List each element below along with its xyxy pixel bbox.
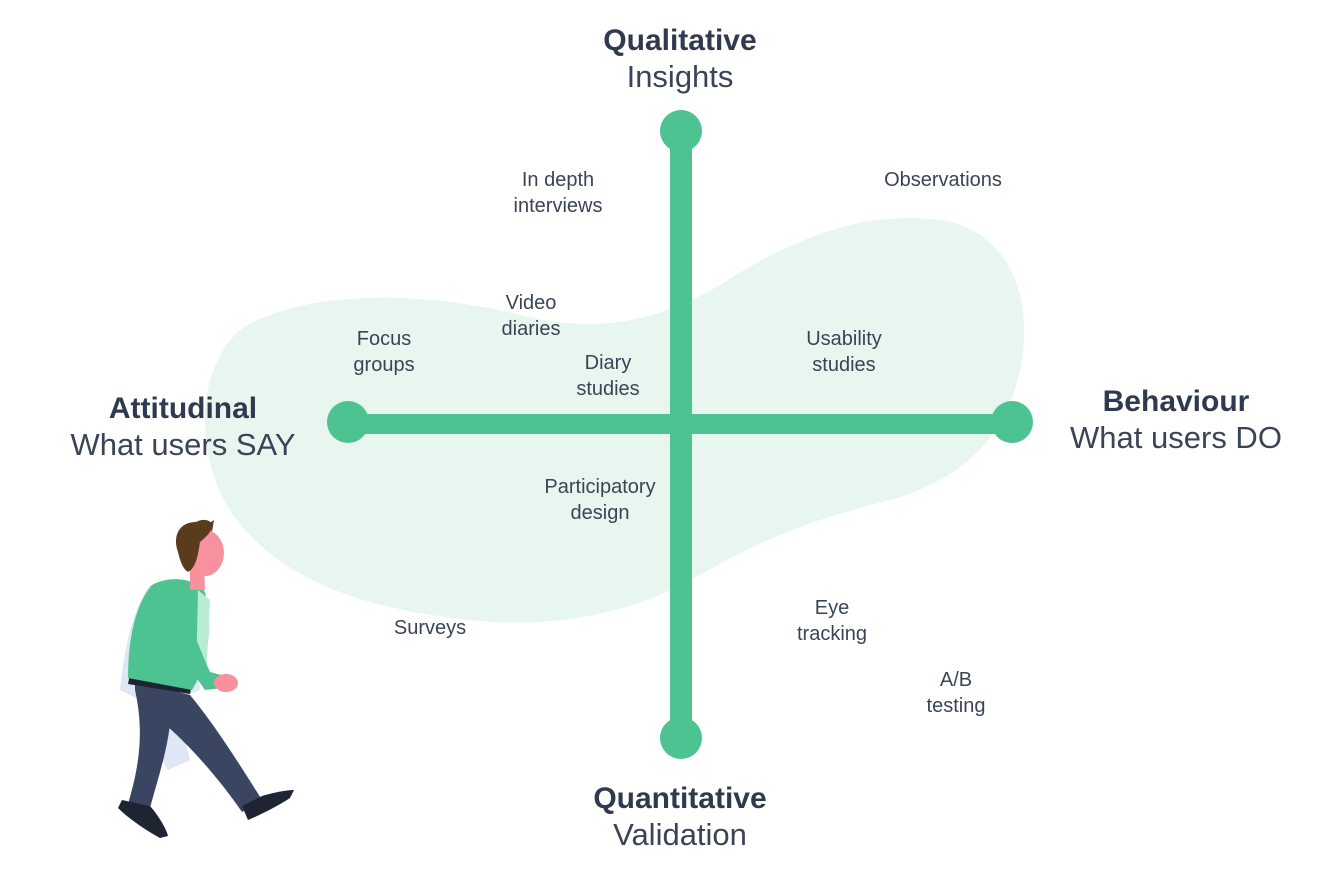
method-observations: Observations — [884, 169, 1002, 191]
axis-endpoint-bottom — [660, 717, 702, 759]
axis-left-subtitle: What users SAY — [70, 426, 296, 462]
axis-top-title: Qualitative — [603, 24, 757, 57]
axis-label-left: Attitudinal What users SAY — [50, 392, 316, 462]
axis-bottom-title: Quantitative — [593, 782, 767, 815]
axis-label-top: Qualitative Insights — [580, 24, 780, 94]
axis-endpoint-top — [660, 110, 702, 152]
axis-endpoint-right — [991, 401, 1033, 443]
axis-right-title: Behaviour — [1102, 385, 1250, 418]
axis-endpoint-left — [327, 401, 369, 443]
axis-top-subtitle: Insights — [626, 58, 734, 94]
axis-label-right: Behaviour What users DO — [1048, 385, 1304, 455]
method-surveys: Surveys — [393, 617, 467, 639]
axis-label-bottom: Quantitative Validation — [560, 782, 800, 852]
axis-left-title: Attitudinal — [108, 392, 258, 425]
walking-person-icon — [118, 519, 294, 838]
axis-right-subtitle: What users DO — [1070, 419, 1282, 455]
axis-bottom-subtitle: Validation — [613, 816, 747, 852]
